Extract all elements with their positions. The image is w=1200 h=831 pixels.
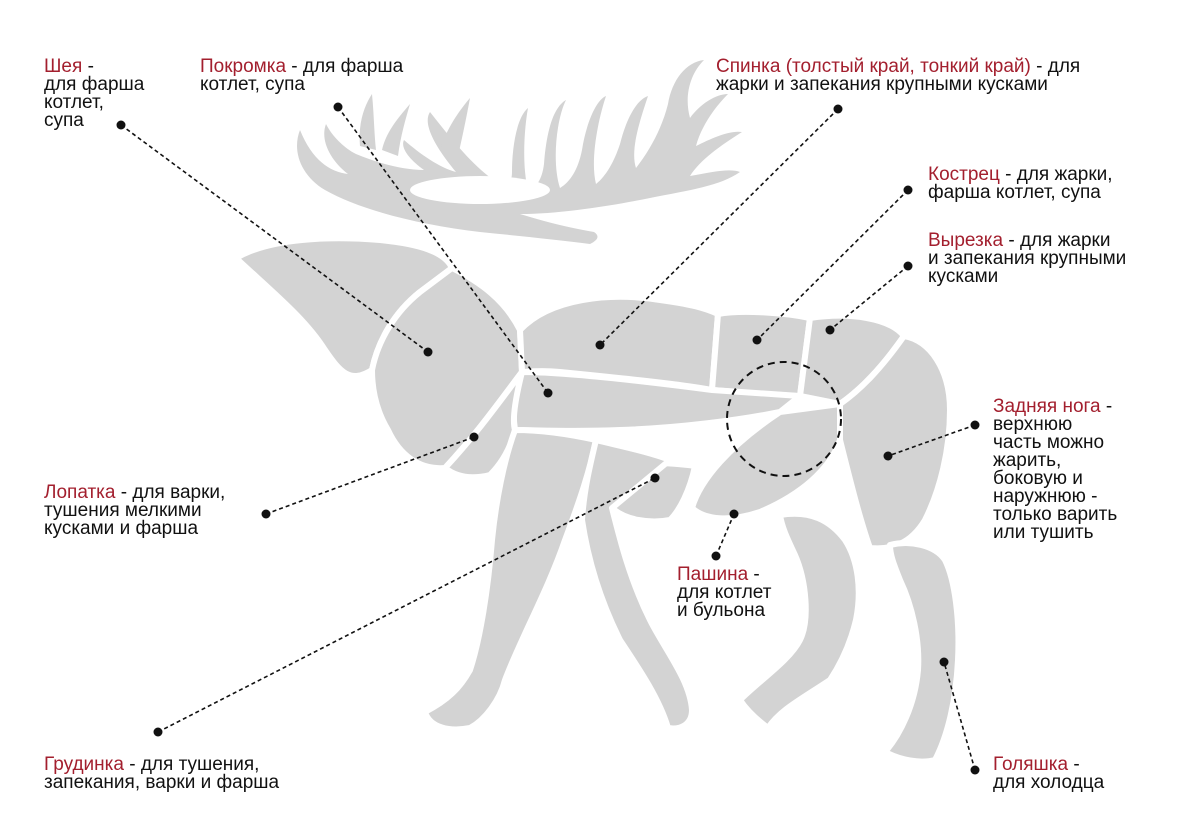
label-flank-top-desc: - для фарша котлет, супа [200,56,404,95]
label-back: Спинка (толстый край, тонкий край) - для… [716,56,1081,95]
label-shank: Голяшка - для холодца [993,754,1105,793]
label-hind-leg-name: Задняя нога [993,396,1101,417]
label-neck: Шея - для фарша котлет, супа [44,56,145,131]
label-flank-top-name: Покромка [200,56,287,77]
label-brisket-desc: - для тушения, запекания, варки и фарша [44,754,280,793]
anchor-dots [116,102,980,775]
leader-lines [120,106,976,771]
label-shoulder-desc: - для варки, тушения мелкими кусками и ф… [44,482,226,539]
label-neck-name: Шея [44,56,83,77]
label-shoulder: Лопатка - для варки, тушения мелкими кус… [44,482,226,539]
label-rump-name: Кострец [928,164,1000,185]
label-tenderloin-name: Вырезка [928,230,1004,251]
label-rump-desc: - для жарки, фарша котлет, супа [928,164,1113,203]
front-leg-right [579,437,695,732]
label-tenderloin-desc: - для жарки и запекания крупными кусками [928,230,1127,287]
loin-ring [726,361,842,477]
label-hind-leg: Задняя нога - верхнюю часть можно жарить… [993,396,1118,543]
label-flank-name: Пашина [677,564,749,585]
label-brisket-name: Грудинка [44,754,124,775]
label-flank-desc: - для котлет и бульона [677,564,772,621]
hind-leg-lower-left [737,510,862,731]
antlers [297,60,742,244]
flank-cut [689,401,843,522]
label-rump: Кострец - для жарки, фарша котлет, супа [928,164,1113,203]
back-cut [709,308,813,399]
label-brisket: Грудинка - для тушения, запекания, варки… [44,754,280,793]
label-flank-top: Покромка - для фарша котлет, супа [200,56,404,95]
shank-cut [882,540,962,765]
label-hind-leg-desc: - верхнюю часть можно жарить, боковую и … [993,396,1118,543]
label-back-desc: - для жарки и запекания крупными кусками [716,56,1081,95]
label-shoulder-name: Лопатка [44,482,116,503]
label-shank-desc: - для холодца [993,754,1105,793]
label-shank-name: Голяшка [993,754,1069,775]
shoulder-cut [442,369,525,481]
label-back-name: Спинка (толстый край, тонкий край) [716,56,1031,77]
label-tenderloin: Вырезка - для жарки и запекания крупными… [928,230,1127,287]
label-neck-desc: - для фарша котлет, супа [44,56,145,131]
label-flank: Пашина - для котлет и бульона [677,564,772,621]
